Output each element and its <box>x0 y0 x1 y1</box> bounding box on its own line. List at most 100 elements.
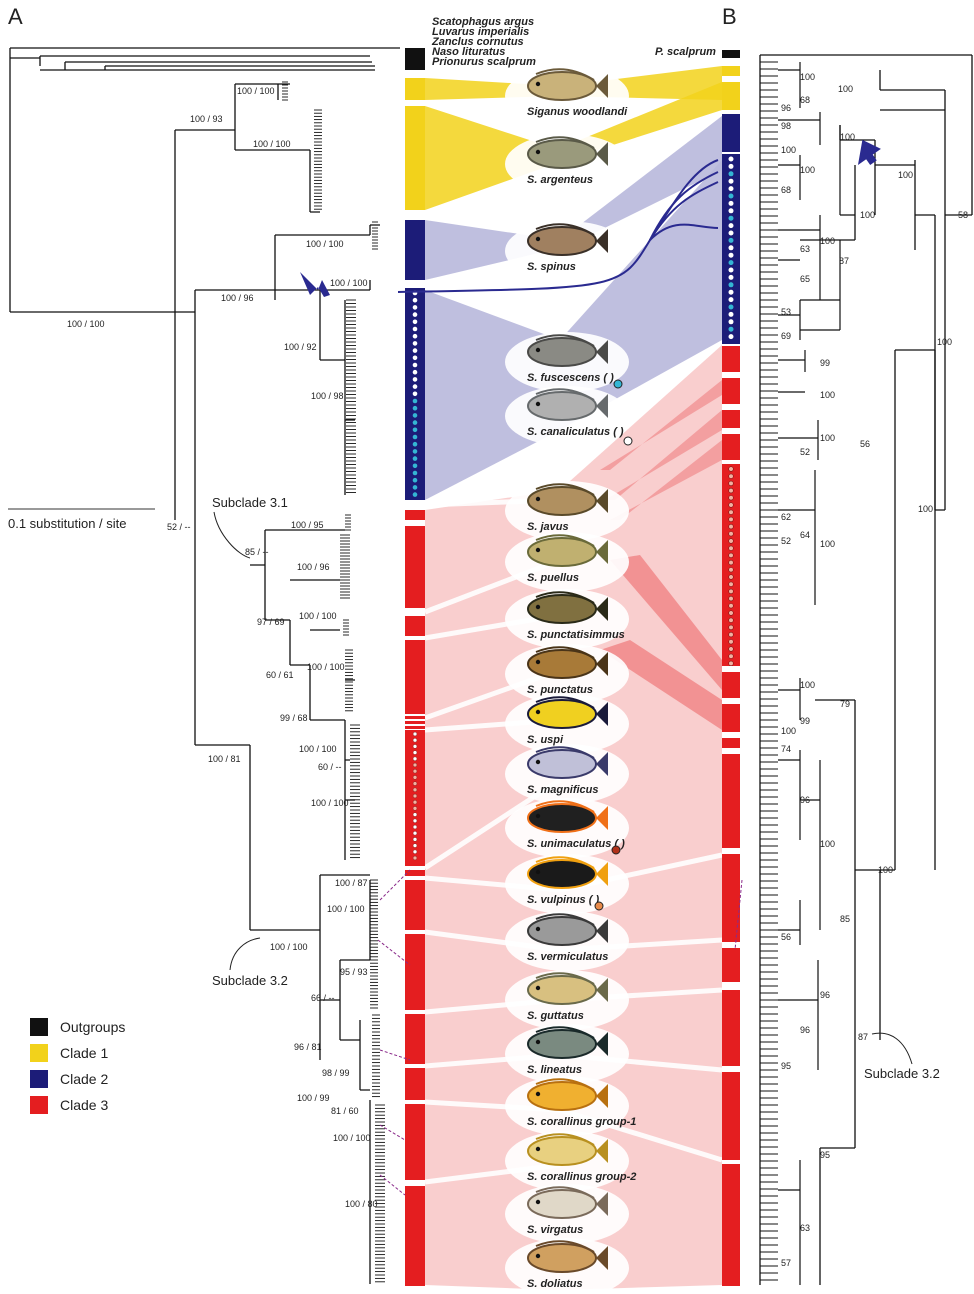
support-value: 100 / 80 <box>345 1199 378 1209</box>
sample-dot <box>728 581 734 587</box>
sample-dot <box>412 434 418 440</box>
clade-bar <box>722 50 740 58</box>
fish-icon <box>527 483 608 516</box>
sample-dot <box>412 818 418 824</box>
sample-dot <box>412 762 418 768</box>
sample-dot <box>412 312 418 317</box>
species-label: S. corallinus group-1 <box>527 1116 636 1128</box>
clade-bar <box>405 78 425 100</box>
support-value: 64 <box>800 530 810 540</box>
clade-bar <box>722 66 740 76</box>
support-value: 99 <box>820 358 830 368</box>
outgroup-name: Zanclus cornutus <box>431 36 524 48</box>
support-value: 100 / 100 <box>67 319 105 329</box>
sample-dot <box>728 595 734 602</box>
outgroup-labels: Scatophagus argus Luvarus imperialis Zan… <box>431 16 716 68</box>
sample-dot <box>412 812 418 817</box>
support-value: 79 <box>840 699 850 709</box>
dashed-links <box>377 869 743 1196</box>
support-value: 100 <box>898 170 913 180</box>
sample-dot <box>728 574 734 580</box>
scale-label: 0.1 substitution / site <box>8 516 127 531</box>
clade-bar <box>405 1186 425 1286</box>
support-value: 100 / 100 <box>333 1133 371 1143</box>
clade-bar <box>722 754 740 848</box>
support-value: 97 / 69 <box>257 617 285 627</box>
sample-dot <box>728 653 734 659</box>
clade-bar <box>405 640 425 714</box>
fish-icon <box>527 800 608 833</box>
sample-dot <box>728 531 734 537</box>
clade-bar <box>722 1164 740 1286</box>
species-label: S. doliatus <box>527 1278 583 1290</box>
support-values-a: 100 / 100 100 / 93 100 / 100 100 / 100 100 /… <box>67 86 378 1209</box>
tree-b <box>759 54 973 1285</box>
species-label: S. corallinus group-2 <box>527 1171 636 1183</box>
sample-dot <box>412 341 418 346</box>
sample-dot <box>412 843 418 848</box>
subclade-labels: Subclade 3.1 Subclade 3.2 Subclade 3.2 <box>212 495 940 1081</box>
support-value: 65 <box>800 274 810 284</box>
support-value: 100 <box>918 504 933 514</box>
support-value: 68 <box>781 185 791 195</box>
sample-dot <box>728 516 734 523</box>
sample-dot <box>412 391 418 397</box>
sample-dot <box>412 731 418 737</box>
clade-bar <box>722 378 740 404</box>
sample-dot <box>412 837 418 842</box>
clade-bar <box>405 1014 425 1064</box>
sample-dot <box>728 260 734 266</box>
clade-bar <box>405 934 425 1010</box>
subclade-3-2-b: Subclade 3.2 <box>864 1066 940 1081</box>
sample-dot <box>728 488 734 494</box>
clade-bar <box>722 948 740 982</box>
sample-dot <box>412 333 418 339</box>
sample-dot <box>728 545 734 551</box>
sample-dot <box>728 200 734 206</box>
species-label: Siganus woodlandi <box>527 106 628 118</box>
sample-dot <box>412 781 418 786</box>
sample-dot <box>412 449 418 454</box>
clade-bar <box>722 990 740 1066</box>
fish-icon <box>527 972 608 1005</box>
species-marker <box>611 845 621 855</box>
support-value: 53 <box>781 307 791 317</box>
support-value: 99 / 68 <box>280 713 308 723</box>
panel-label-b: B <box>722 4 737 29</box>
support-value: 69 <box>781 331 791 341</box>
legend-label: Clade 1 <box>60 1045 109 1061</box>
support-value: 99 <box>800 716 810 726</box>
support-value: 60 / -- <box>318 762 342 772</box>
fish-icon <box>527 591 608 624</box>
support-value: 100 <box>820 539 835 549</box>
clade-bars-a <box>405 48 425 1286</box>
sample-dot <box>728 473 734 479</box>
legend-label: Clade 2 <box>60 1071 109 1087</box>
sample-dot <box>728 466 734 472</box>
legend-label: Outgroups <box>60 1019 126 1035</box>
support-value: 100 / 100 <box>307 662 345 672</box>
support-value: 100 <box>937 337 952 347</box>
sample-dot <box>412 492 418 497</box>
support-value: 100 / 93 <box>190 114 223 124</box>
support-value: 85 <box>840 914 850 924</box>
sample-dot <box>412 470 418 476</box>
support-value: 68 <box>800 95 810 105</box>
fish-icon <box>527 334 608 367</box>
sample-dot <box>412 427 418 433</box>
sample-dot <box>728 552 734 559</box>
sample-dot <box>412 398 418 404</box>
sample-dot <box>728 603 734 609</box>
support-value: 52 / -- <box>167 522 191 532</box>
sample-dot <box>728 289 734 295</box>
sample-dot <box>412 405 418 411</box>
support-value: 63 <box>800 1223 810 1233</box>
sample-dot <box>728 156 734 162</box>
sample-dot <box>412 377 418 382</box>
sample-dot <box>412 793 418 799</box>
panel-label-a: A <box>8 4 23 29</box>
support-value: 100 <box>820 839 835 849</box>
sample-dot <box>728 610 734 616</box>
species-marker <box>613 379 623 389</box>
